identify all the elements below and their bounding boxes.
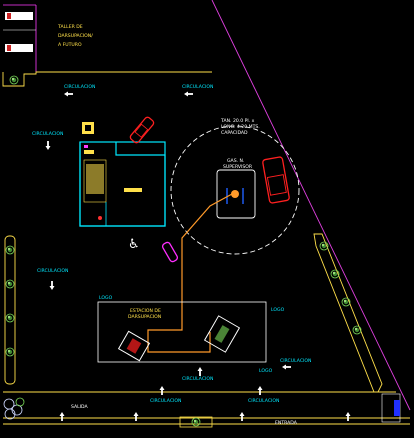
tank-label-3: CAPACIDAD	[221, 130, 248, 136]
parked-car	[5, 44, 33, 52]
car-icon	[161, 241, 179, 263]
future-workshop-parking	[3, 4, 37, 72]
circulation-label: CIRCULACION	[280, 358, 311, 364]
circulation-label: CIRCULACION	[64, 84, 95, 90]
car-icon	[129, 116, 155, 144]
logo-label: LOGO	[259, 368, 273, 374]
circulation-label: CIRCULACION	[37, 268, 68, 274]
circulation-label: CIRCULACION	[150, 398, 181, 404]
tank-label-1: TAN. 20.0 Pl. x	[220, 118, 255, 124]
station-building	[79, 141, 166, 227]
circulation-label: CIRCULACION	[182, 84, 213, 90]
tank-area	[170, 125, 300, 255]
future-workshop-label-3: A FUTURO	[58, 42, 82, 48]
logo-label: LOGO	[271, 307, 285, 313]
fuel-island	[203, 315, 241, 353]
fuel-pipe	[147, 193, 233, 353]
property-line	[211, 0, 411, 411]
logo-label: LOGO	[99, 295, 113, 301]
circulation-label: CIRCULACION	[248, 398, 279, 404]
future-workshop-label-2: DARSUPACION/	[58, 33, 93, 39]
fuel-island	[117, 330, 151, 362]
station-label-1: ESTACION DE	[130, 308, 161, 314]
car-icon	[7, 13, 11, 19]
site-boundary	[2, 71, 410, 425]
booth-fill	[394, 400, 400, 416]
gas-label-1: GAS. N.	[227, 158, 244, 164]
tree-cluster	[3, 397, 25, 420]
counter	[124, 188, 142, 192]
circulation-label: CIRCULACION	[32, 131, 63, 137]
tank-label-2: LONG. 4.20 MTS.	[221, 124, 260, 130]
entrance-planter	[179, 416, 213, 428]
exit-label: SALIDA	[71, 404, 89, 410]
tank	[216, 169, 256, 219]
wheelchair-icon: ♿	[128, 237, 140, 252]
circulation-label: CIRCULACION	[182, 376, 213, 382]
future-workshop-label-1: TALLER DE	[57, 24, 83, 30]
tank-valve	[231, 190, 239, 198]
car-icon	[262, 156, 290, 204]
fueling-canopy	[97, 301, 267, 363]
gas-label-2: SUPERVISOR	[223, 164, 253, 170]
car-icon	[7, 45, 11, 51]
parked-car	[5, 12, 33, 20]
station-label-2: DARSUPACION	[128, 314, 161, 320]
entrance-label: ENTRADA	[275, 420, 298, 426]
